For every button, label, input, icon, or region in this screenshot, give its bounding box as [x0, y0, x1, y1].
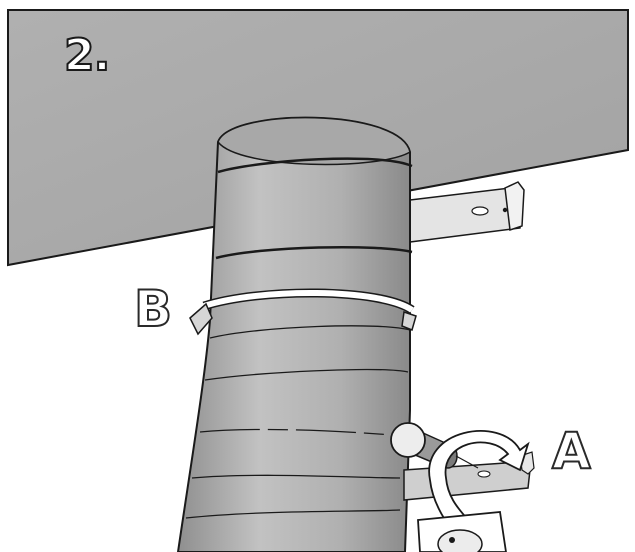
wall-plate: [417, 511, 507, 552]
pipe-section: [176, 116, 413, 552]
pipe-clamp: [189, 288, 417, 336]
callout-a: A: [551, 421, 592, 481]
step-number: 2.: [63, 29, 111, 82]
callout-b: B: [133, 279, 173, 339]
wall-bracket-upper: [409, 181, 525, 243]
